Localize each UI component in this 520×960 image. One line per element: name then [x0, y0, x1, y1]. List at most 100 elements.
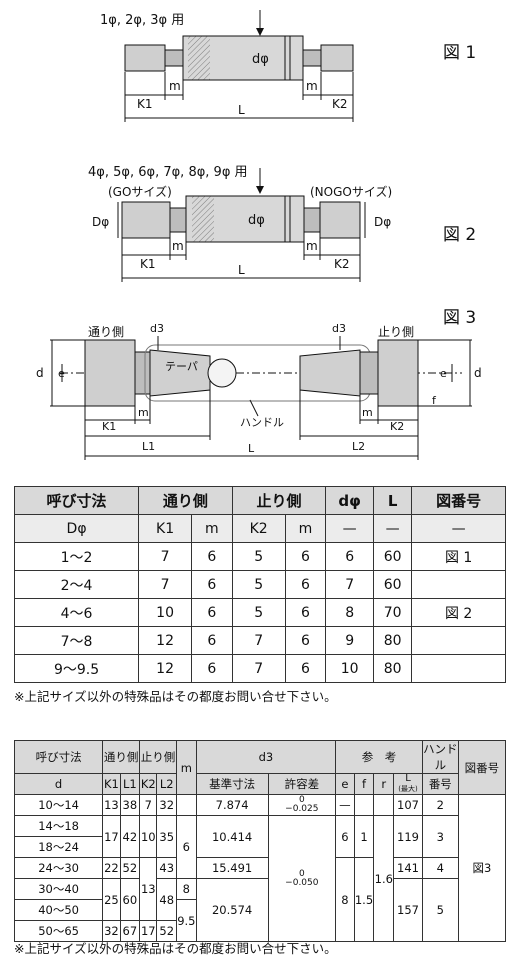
t1-cell: 図 2	[411, 598, 506, 627]
t2-h-num: 番号	[421, 773, 459, 795]
t2-h-r: r	[373, 773, 395, 795]
t2-h-go: 通り側	[102, 740, 141, 774]
t1-cell: 80	[373, 626, 413, 655]
t2-h-ref: 参 考	[335, 740, 423, 774]
t2-h-l1: L1	[119, 773, 141, 795]
fig1-d-label: dφ	[252, 52, 269, 67]
t1-cell: 6	[284, 654, 327, 683]
fig1-caption: 1φ, 2φ, 3φ 用	[100, 13, 184, 28]
fig3-d-left: d	[36, 366, 44, 380]
fig2-k1: K1	[140, 257, 156, 271]
t1-cell: 7	[138, 542, 193, 571]
fig3-m-right: m	[362, 406, 373, 419]
t1-h-go: 通り側	[138, 486, 233, 515]
t1-sub-6: —	[373, 514, 413, 543]
fig3-L2: L2	[352, 440, 365, 453]
fig3-handle: ハンドル	[240, 416, 284, 429]
fig1-m-left: m	[169, 79, 181, 93]
t1-cell: 2〜4	[13, 570, 140, 599]
fig3-nogo-side: 止り側	[378, 325, 414, 339]
fig1-label: 図 1	[443, 43, 477, 63]
fig3-d-right: d	[474, 366, 482, 380]
fig2-m-right: m	[306, 239, 318, 253]
fig2-m-left: m	[172, 239, 184, 253]
t1-cell: 5	[231, 598, 286, 627]
t1-h-nogo: 止り側	[231, 486, 327, 515]
fig3-L1: L1	[142, 440, 155, 453]
t1-cell: 7	[325, 570, 375, 599]
t2-fig-ref: 図3	[457, 794, 507, 942]
fig3-go-side: 通り側	[88, 325, 124, 339]
t1-cell: 8	[325, 598, 375, 627]
t2-h-l2: L2	[156, 773, 177, 795]
t1-cell: 60	[373, 570, 413, 599]
t1-cell: 9〜9.5	[13, 654, 140, 683]
fig1-k1: K1	[137, 97, 153, 111]
fig1-L: L	[238, 103, 245, 117]
t1-cell: 9	[325, 626, 375, 655]
t1-cell: 60	[373, 542, 413, 571]
t1-cell: 7〜8	[13, 626, 140, 655]
size-table-2: 呼び寸法 通り側 止り側 m d3 参 考 ハンドル 図番号 d K1 L1 K…	[13, 740, 507, 942]
fig3-f: f	[432, 394, 437, 407]
t1-cell: 6	[191, 654, 233, 683]
t1-cell: 6	[284, 626, 327, 655]
t2-h-f: f	[353, 773, 375, 795]
t1-cell: 7	[231, 626, 286, 655]
t2-h-nominal: 呼び寸法	[13, 740, 104, 774]
t1-sub-2: m	[191, 514, 233, 543]
t2-row: 10〜14 13 38 7 32 7.874 0−0.025 — 107 2 図…	[13, 794, 507, 942]
t1-cell: 6	[284, 542, 327, 571]
t2-h-e: e	[335, 773, 355, 795]
t2-row: 14〜18 17 42 10 35 6 10.414 0−0.050 6 1 1…	[13, 815, 506, 942]
t1-cell: 5	[231, 570, 286, 599]
t1-cell: 4〜6	[13, 598, 140, 627]
fig2-go-label: (GOサイズ)	[108, 184, 172, 199]
t2-h-k2: K2	[139, 773, 158, 795]
t2-row: 30〜40 25 60 48 8 20.574 157 5	[13, 878, 506, 942]
fig1-m-right: m	[306, 79, 318, 93]
t1-sub-3: K2	[231, 514, 286, 543]
t1-cell: 5	[231, 542, 286, 571]
t1-cell: 6	[191, 598, 233, 627]
t2-h-base: 基準寸法	[195, 773, 269, 795]
t2-h-nogo: 止り側	[139, 740, 177, 774]
fig3-go-plug	[84, 339, 136, 407]
fig3-e-right: e	[440, 367, 447, 380]
t2-row: 24〜30 22 52 13 43 15.491 8 1.5 141 4	[13, 857, 506, 942]
t1-cell: 7	[138, 570, 193, 599]
fig2-nogo-label: (NOGOサイズ)	[310, 184, 392, 199]
fig3-e-left: e	[58, 367, 65, 380]
fig1-nogo-stub	[320, 44, 354, 72]
fig3-nogo-plug	[377, 339, 419, 407]
t2-row: 40〜50 9.5	[13, 899, 506, 942]
t2-h-handle: ハンドル	[421, 740, 459, 774]
t1-cell: 6	[191, 542, 233, 571]
fig2-caption: 4φ, 5φ, 6φ, 7φ, 8φ, 9φ 用	[88, 165, 248, 180]
fig3-taper: テーパ	[165, 360, 198, 373]
t1-cell	[411, 654, 506, 683]
fig3-L: L	[248, 442, 255, 455]
t1-cell: 6	[284, 598, 327, 627]
t2-h-d3: d3	[195, 740, 337, 774]
table2-note: ※上記サイズ以外の特殊品はその都度お問い合せ下さい。	[14, 941, 337, 956]
t1-cell	[411, 570, 506, 599]
t1-cell: 1〜2	[13, 542, 140, 571]
fig1-go-stub	[124, 44, 166, 72]
fig3-k1: K1	[102, 420, 116, 433]
t1-sub-0: Dφ	[13, 514, 140, 543]
fig3-m-left: m	[138, 406, 149, 419]
t1-cell: 12	[138, 626, 193, 655]
fig2-D-right: Dφ	[374, 215, 391, 229]
t1-cell: 7	[231, 654, 286, 683]
fig2-D-left: Dφ	[92, 215, 109, 229]
fig2-L: L	[238, 263, 245, 277]
figure-1: 1φ, 2φ, 3φ 用 dφ K1 m m K2 L	[100, 10, 354, 122]
t1-cell: 6	[191, 626, 233, 655]
fig3-k2: K2	[390, 420, 404, 433]
fig3-d3-right: d3	[332, 322, 346, 335]
